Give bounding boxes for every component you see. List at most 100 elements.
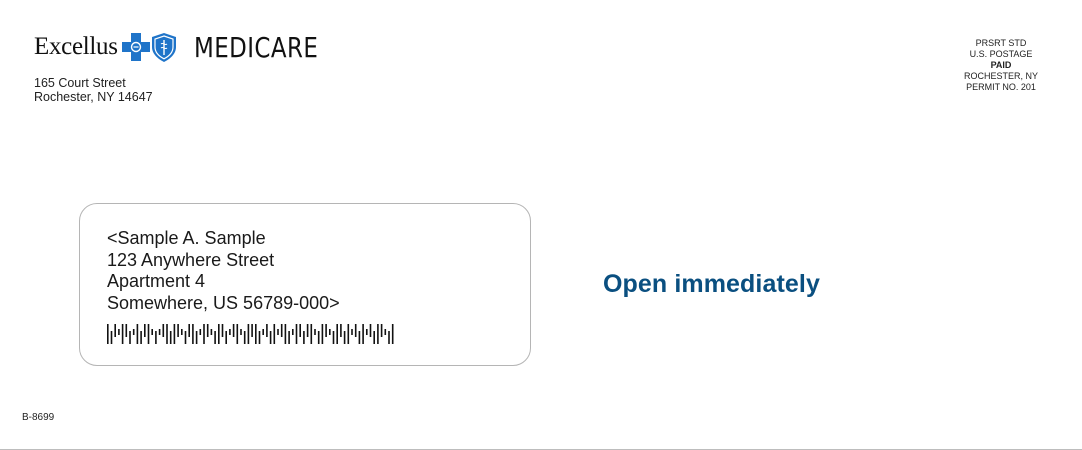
barcode-bar <box>188 324 190 337</box>
barcode-bar <box>369 324 372 337</box>
barcode-bar <box>288 331 290 344</box>
barcode-bar <box>266 324 268 337</box>
postage-line: PERMIT NO. 201 <box>966 82 1036 92</box>
barcode-bar <box>262 329 264 335</box>
barcode-bar <box>366 329 368 335</box>
barcode-bar <box>258 331 261 344</box>
barcode-bar <box>140 331 142 344</box>
recipient-line: 123 Anywhere Street <box>107 249 275 270</box>
open-immediately-callout: Open immediately <box>603 270 820 298</box>
postage-line: ROCHESTER, NY <box>963 71 1038 81</box>
barcode-bar <box>132 329 135 335</box>
barcode-bar <box>121 324 124 344</box>
barcode-bar <box>110 331 113 344</box>
blue-shield-icon <box>151 32 176 62</box>
barcode-bar <box>280 324 283 337</box>
return-address-line: 165 Court Street <box>34 76 126 90</box>
barcode-bar <box>273 324 276 344</box>
barcode-bar <box>384 329 387 335</box>
barcode-bar <box>206 324 209 337</box>
barcode-bar <box>299 324 301 337</box>
postage-line: U.S. POSTAGE <box>969 49 1033 59</box>
barcode-bar <box>203 324 205 344</box>
barcode-bar <box>147 324 150 344</box>
barcode-bar <box>303 331 305 344</box>
blue-cross-icon <box>121 33 150 61</box>
product-name: MEDICARE <box>193 30 318 64</box>
barcode-bar <box>173 324 176 344</box>
barcode-bar <box>210 329 213 335</box>
barcode-bar <box>351 329 353 335</box>
barcode-bar <box>232 324 235 337</box>
barcode-bar <box>329 329 331 335</box>
barcode-bar <box>354 324 357 337</box>
barcode-bar <box>317 331 320 344</box>
barcode-bar <box>225 331 227 344</box>
barcode-bar <box>229 329 231 335</box>
barcode-bar <box>377 324 379 344</box>
barcode-bar <box>373 331 375 344</box>
barcode-bar <box>243 331 246 344</box>
barcode-bar <box>340 324 342 337</box>
barcode-bar <box>214 331 216 344</box>
barcode-bar <box>184 331 187 344</box>
barcode-bar <box>151 329 153 335</box>
barcode-bar <box>314 329 316 335</box>
barcode-bar <box>336 324 338 344</box>
barcode-bar <box>306 324 309 337</box>
barcode-bar <box>181 329 183 335</box>
recipient-line: Apartment 4 <box>107 271 206 291</box>
barcode-bar <box>144 324 146 337</box>
brand-name: Excellus <box>34 33 118 60</box>
barcode-bar <box>255 324 257 344</box>
barcode-bar <box>218 324 220 344</box>
barcode-bar <box>118 329 120 335</box>
return-address-line: Rochester, NY 14647 <box>34 90 153 104</box>
barcode-bar <box>125 324 128 337</box>
barcode-bar <box>177 324 179 337</box>
barcode-bar <box>158 329 161 335</box>
barcode-bar <box>240 329 242 335</box>
barcode-bar <box>277 329 279 335</box>
postage-line: PRSRT STD <box>975 38 1027 48</box>
barcode-bar <box>162 324 165 337</box>
barcode-bar <box>236 324 239 344</box>
barcode-bar <box>221 324 224 337</box>
barcode-bar <box>136 324 139 344</box>
barcode-bar <box>325 324 327 337</box>
barcode-bar <box>284 324 287 344</box>
barcode-bar <box>155 331 157 344</box>
recipient-address: <Sample A. Sample 123 Anywhere Street Ap… <box>107 228 340 314</box>
address-window: <Sample A. Sample 123 Anywhere Street Ap… <box>79 203 531 366</box>
barcode-bar <box>321 324 324 344</box>
barcode-bar <box>251 324 253 337</box>
barcode-bar <box>362 324 364 344</box>
barcode-bar <box>192 324 194 344</box>
form-code: B-8699 <box>22 412 55 423</box>
barcode-bar <box>295 324 298 344</box>
barcode-bar <box>343 331 346 344</box>
postage-indicia: PRSRT STD U.S. POSTAGE PAID ROCHESTER, N… <box>955 38 1047 93</box>
recipient-line: <Sample A. Sample <box>107 228 266 248</box>
barcode-bar <box>195 331 198 344</box>
barcode-bar <box>269 331 272 344</box>
barcode-bar <box>169 331 172 344</box>
barcode-bar <box>391 324 394 344</box>
barcode-bar <box>107 324 109 344</box>
intelligent-mail-barcode-icon <box>107 324 394 344</box>
barcode-bar <box>380 324 383 337</box>
barcode-bar <box>292 329 294 335</box>
recipient-line: Somewhere, US 56789-000> <box>107 292 340 313</box>
barcode-bar <box>388 331 390 344</box>
barcode-bar <box>347 324 350 344</box>
barcode-bar <box>332 331 335 344</box>
postage-paid: PAID <box>990 60 1012 70</box>
barcode-bar <box>166 324 168 344</box>
sender-brand: Excellus MEDICARE <box>34 30 345 64</box>
barcode-bar <box>114 324 116 337</box>
barcode-bar <box>247 324 250 344</box>
barcode-bar <box>129 331 131 344</box>
barcode-bar <box>310 324 313 344</box>
barcode-bar <box>358 331 361 344</box>
barcode-bar <box>199 329 202 335</box>
